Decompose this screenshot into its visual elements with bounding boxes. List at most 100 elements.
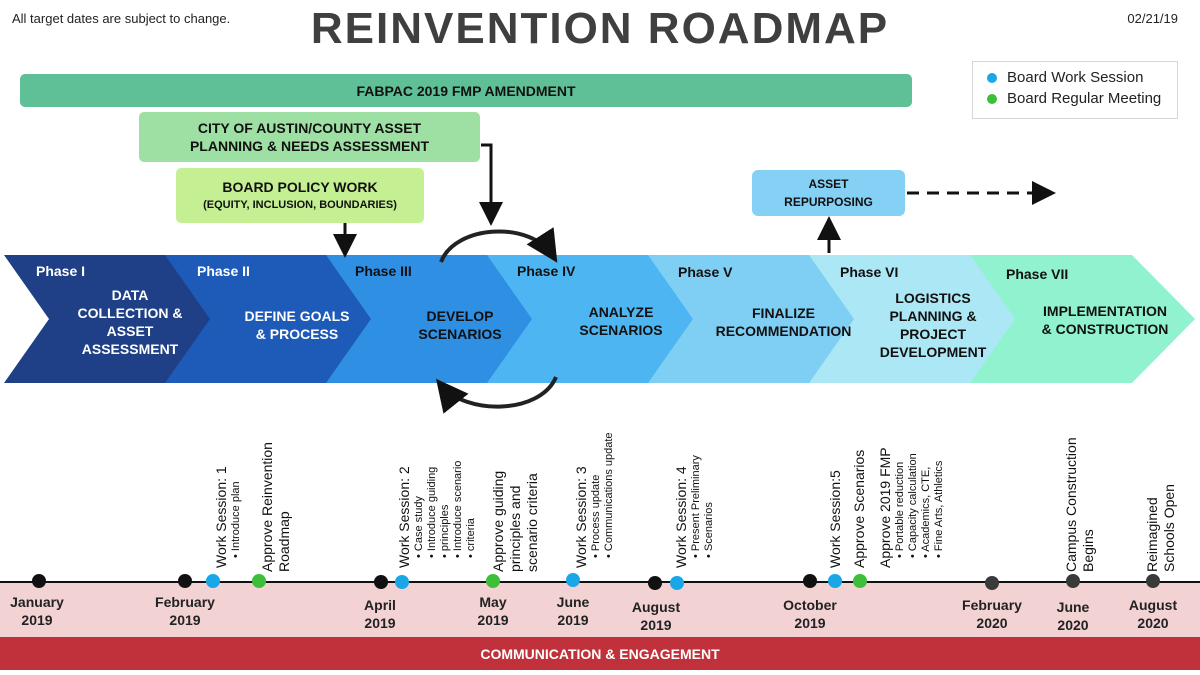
month-label: June 2020 [1033,598,1113,634]
event-approve-roadmap: Approve Reinvention Roadmap [259,442,293,572]
event-work-session-5: Work Session:5 [827,470,844,568]
phase-chevron-5 [648,255,874,383]
month-year: 2020 [976,615,1008,631]
phase-3-label: Phase III [355,263,412,279]
event-title: Approve Reinvention [259,442,275,572]
phase-5-line: FINALIZE [752,305,815,321]
phase-1-line: ASSET [106,323,154,339]
board-policy-bar: BOARD POLICY WORK (EQUITY, INCLUSION, BO… [176,168,424,223]
month-name: February [155,594,215,610]
phase-7-label: Phase VII [1006,266,1069,282]
city-label-line1: CITY OF AUSTIN/COUNTY ASSET [197,120,422,136]
phase-4-label: Phase IV [517,263,576,279]
month-year: 2019 [477,612,509,628]
month-label: February 2020 [952,596,1032,632]
phase-chevron-1 [4,255,230,383]
legend: Board Work Session Board Regular Meeting [972,61,1178,119]
event-title: Approve guiding [490,470,506,572]
timeline-dot-regular-meeting [486,574,500,588]
month-year: 2019 [557,612,589,628]
event-approve-principles: Approve guiding principles and scenario … [490,471,541,572]
phase-chevron-4 [487,255,713,383]
phase-6-label: Phase VI [840,264,899,280]
phase-3-body: DEVELOP SCENARIOS [385,307,535,343]
phase-diagram [4,143,1195,414]
phase-2-line: & PROCESS [255,326,339,342]
month-name: October [783,597,837,613]
city-label-line2: PLANNING & NEEDS ASSESSMENT [189,138,430,154]
event-bullet: • Case study [413,496,425,558]
timeline-dot-work-session [206,574,220,588]
event-title: Work Session: 4 [673,466,689,568]
phase-1-line: ASSESSMENT [81,341,179,357]
phase-chevron-6 [809,255,1035,383]
phase-7-line: IMPLEMENTATION [1043,303,1167,319]
event-bullet: • principles [439,504,451,558]
cycle-arrow-bottom [435,376,558,414]
month-year: 2019 [794,615,826,631]
fabpac-bar: FABPAC 2019 FMP AMENDMENT [20,74,912,107]
month-year: 2019 [169,612,201,628]
phase-1-body: DATA COLLECTION & ASSET ASSESSMENT [55,286,205,358]
event-bullet: • criteria [465,518,477,558]
fabpac-label: FABPAC 2019 FMP AMENDMENT [356,82,576,99]
timeline-dot-work-session [828,574,842,588]
timeline-dot-future [1146,574,1160,588]
month-year: 2019 [364,615,396,631]
event-approve-fmp: Approve 2019 FMP • Portable reduction • … [877,447,946,568]
month-name: February [962,597,1022,613]
asset-label-line2: REPURPOSING [784,195,873,209]
event-work-session-4: Work Session: 4 • Present Preliminary • … [673,455,716,568]
phase-3-line: DEVELOP [426,308,494,324]
month-name: June [1056,599,1090,615]
event-bullet: • Scenarios [703,502,715,558]
phase-chevron-3 [326,255,552,383]
event-bullet: • Introduce scenario [452,460,464,558]
timeline-dot-milestone [803,574,817,588]
month-name: January [10,594,64,610]
phase-7-line: & CONSTRUCTION [1041,321,1169,337]
event-title: Work Session:5 [827,470,843,568]
communication-bar: COMMUNICATION & ENGAGEMENT [0,637,1200,670]
communication-label: COMMUNICATION & ENGAGEMENT [480,645,720,662]
timeline-dot-regular-meeting [853,574,867,588]
event-title: principles and [507,485,523,572]
month-year: 2019 [21,612,53,628]
timeline-line [0,581,1200,583]
disclaimer-note: All target dates are subject to change. [12,11,231,26]
phase-3-line: SCENARIOS [418,326,502,342]
event-work-session-1: Work Session: 1 • Introduce plan [213,466,243,568]
phase-6-line: PROJECT [899,326,967,342]
phase-1-line: COLLECTION & [77,305,183,321]
event-title: Work Session: 3 [573,466,589,568]
board-label-line2: (EQUITY, INCLUSION, BOUNDARIES) [203,198,397,211]
phase-6-body: LOGISTICS PLANNING & PROJECT DEVELOPMENT [858,289,1008,361]
date-label: 02/21/19 [1127,11,1178,26]
city-county-bar: CITY OF AUSTIN/COUNTY ASSET PLANNING & N… [139,112,480,162]
event-bullet: • Introduce guiding [426,466,438,558]
legend-label: Board Regular Meeting [1007,90,1162,107]
asset-label-line1: ASSET [808,177,849,191]
month-year: 2020 [1057,617,1089,633]
event-title: scenario criteria [524,473,540,572]
month-label: October 2019 [770,596,850,632]
timeline-dot-milestone [374,575,388,589]
month-label: January 2019 [0,593,77,629]
phase-4-body: ANALYZE SCENARIOS [546,303,696,339]
month-name: May [479,594,507,610]
phase-4-line: ANALYZE [588,304,654,320]
month-label: April 2019 [340,596,420,632]
phase-4-line: SCENARIOS [579,322,663,338]
phase-6-line: PLANNING & [889,308,977,324]
phase-1-label: Phase I [36,263,86,279]
timeline-dot-work-session [670,576,684,590]
timeline-dot-work-session [395,575,409,589]
event-work-session-2: Work Session: 2 • Case study • Introduce… [396,461,478,568]
event-bullet: • Capacity calculation [907,453,919,558]
green-dot-icon [987,93,997,104]
month-name: June [556,594,590,610]
month-label: June 2019 [533,593,613,629]
month-year: 2020 [1137,615,1169,631]
event-campus-construction: Campus Construction Begins [1063,437,1097,572]
timeline-dot-work-session [566,573,580,587]
